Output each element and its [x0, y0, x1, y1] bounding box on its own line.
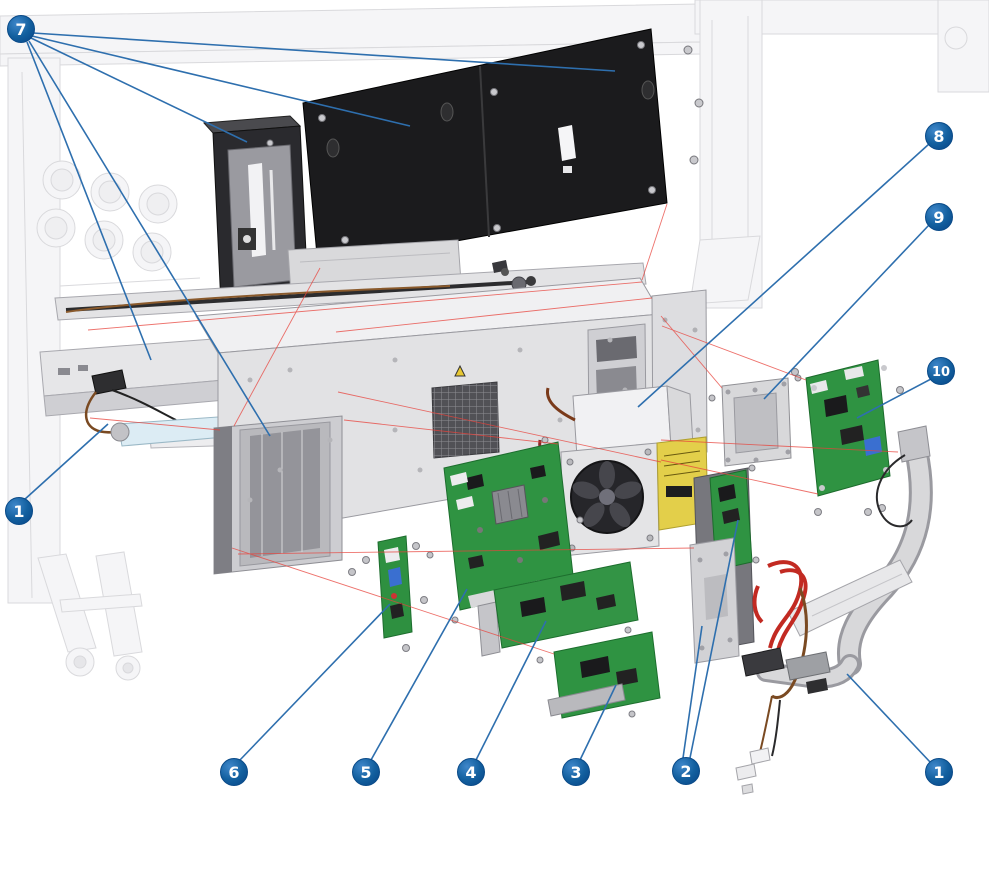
svg-text:10: 10	[932, 365, 950, 380]
callouts: 7 8 9 10 1 6 5 4 3 2 1	[5, 15, 955, 786]
svg-text:7: 7	[15, 20, 26, 39]
left-cover-assembly	[202, 115, 349, 306]
electronics-enclosure-chassis	[195, 277, 708, 575]
mid-pca-board	[477, 561, 639, 664]
callout-1-right: 1	[925, 758, 953, 786]
svg-text:1: 1	[933, 763, 944, 782]
svg-text:6: 6	[228, 763, 239, 782]
power-switch-board	[348, 535, 428, 652]
svg-text:3: 3	[570, 763, 581, 782]
svg-text:2: 2	[680, 762, 691, 781]
callout-7: 7	[7, 15, 35, 43]
svg-text:4: 4	[465, 763, 476, 782]
callout-5: 5	[352, 758, 380, 786]
callout-6: 6	[220, 758, 248, 786]
interconnect-boards	[689, 464, 760, 664]
svg-text:9: 9	[933, 208, 944, 227]
callout-8: 8	[925, 122, 953, 150]
callout-9: 9	[925, 203, 953, 231]
alignment-lines	[87, 203, 899, 655]
main-pca-board	[426, 436, 584, 624]
line-sensor-cable	[84, 369, 237, 447]
trailing-cable-assembly	[735, 425, 933, 795]
callout-10: 10	[927, 357, 955, 385]
small-pca-board	[547, 631, 661, 719]
callout-2: 2	[672, 757, 700, 785]
leader-lines	[23, 32, 932, 764]
callout-1-left: 1	[5, 497, 33, 525]
callout-4: 4	[457, 758, 485, 786]
rear-cover-panel	[302, 28, 704, 267]
psu-mount-bracket	[708, 374, 802, 467]
svg-text:8: 8	[933, 127, 944, 146]
ghost-fans	[36, 160, 178, 272]
svg-text:5: 5	[360, 763, 371, 782]
svg-text:1: 1	[13, 502, 24, 521]
callout-3: 3	[562, 758, 590, 786]
ghost-stand-legs	[37, 551, 143, 681]
exploded-parts	[39, 28, 933, 795]
